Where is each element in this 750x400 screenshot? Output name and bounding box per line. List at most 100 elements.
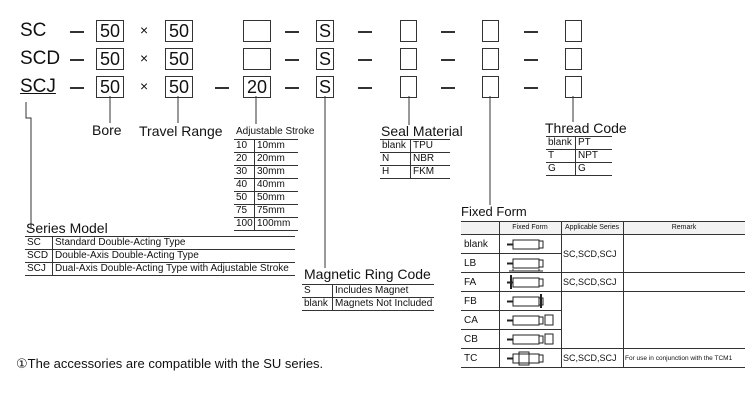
seal-box (400, 20, 417, 42)
adjustable-box (243, 20, 271, 42)
table-row: 30 30mm (234, 166, 298, 179)
table-cell-remark: For use in conjunction with the TCM1 (623, 349, 745, 368)
table-row: blank TPU (380, 140, 450, 153)
dash (285, 87, 299, 89)
dash (285, 59, 299, 61)
table-col-divider (410, 140, 411, 152)
table-cell-value: FKM (413, 166, 435, 177)
label-series-model: Series Model (26, 220, 108, 236)
adjustable-box: 20 (243, 76, 271, 98)
table-cell-value: Includes Magnet (335, 285, 409, 296)
dash (358, 87, 372, 89)
fixed-form-box (482, 20, 499, 42)
label-seal-material: Seal Material (381, 123, 463, 139)
table-cell-code: TC (461, 349, 499, 368)
table-cell-code: 75 (236, 205, 248, 216)
table-cell-series: SC,SCD,SCJ (561, 235, 623, 273)
table-cell-remark (623, 292, 745, 349)
table-cell-code: SCJ (27, 263, 46, 274)
table-cell-value: NBR (413, 153, 435, 164)
table-cell-code: G (548, 163, 556, 174)
table-cell-code: LB (461, 254, 499, 273)
table-col-divider (254, 140, 255, 152)
table-header-row (461, 221, 745, 235)
label-magnetic-ring-code: Magnetic Ring Code (304, 266, 431, 282)
table-cell-value: 20mm (257, 153, 285, 164)
table-col-divider (254, 166, 255, 178)
table-cell-code: FA (461, 273, 499, 292)
table-cell-code: 50 (236, 192, 248, 203)
bore-box: 50 (96, 76, 124, 98)
thread-box (565, 20, 582, 42)
label-thread-code: Thread Code (545, 120, 627, 136)
magnet-box: S (316, 20, 334, 42)
table-cell-code: 100 (236, 218, 253, 229)
table-header-cell: Fixed Form (512, 224, 548, 231)
table-cell-code: blank (382, 140, 406, 151)
table-cell-code: SC (27, 237, 41, 248)
table-col-divider (254, 192, 255, 204)
multiply-sign: × (140, 78, 149, 94)
table-col-divider (575, 150, 576, 162)
table-col-divider (623, 221, 624, 368)
bore-box: 50 (96, 20, 124, 42)
table-cell-value: 10mm (257, 140, 285, 151)
mount-icon (499, 311, 561, 330)
table-col-divider (410, 153, 411, 165)
series-code-scj: SCJ (20, 76, 56, 97)
table-row: S Includes Magnet (302, 285, 434, 298)
table-cell-code: S (304, 285, 311, 296)
bore-box: 50 (96, 48, 124, 70)
dash (285, 31, 299, 33)
table-cell-remark (623, 235, 745, 273)
label-adjustable-stroke: Adjustable Stroke (236, 126, 315, 137)
table-cell-series: SC,SCD,SCJ (561, 273, 623, 292)
table-cell-code: 10 (236, 140, 248, 151)
table-cell-series: SC,SCD,SCJ (561, 349, 623, 368)
dash (524, 87, 538, 89)
divider (380, 139, 450, 140)
mount-icon (499, 273, 561, 292)
table-col-divider (254, 218, 255, 230)
table-cell-series (561, 292, 623, 349)
table-row: T NPT (546, 150, 612, 163)
table-cell-code: T (548, 150, 555, 161)
table-cell-value: TPU (413, 140, 433, 151)
table-cell-value: 50mm (257, 192, 285, 203)
table-cell-value: NPT (578, 150, 598, 161)
seal-box (400, 48, 417, 70)
table-cell-value: 30mm (257, 166, 285, 177)
dash (441, 87, 455, 89)
table-row: 10 10mm (234, 140, 298, 153)
table-cell-code: H (382, 166, 390, 177)
dash (358, 59, 372, 61)
divider (25, 236, 295, 237)
divider (234, 139, 298, 140)
dash (441, 59, 455, 61)
table-cell-code: N (382, 153, 390, 164)
mount-icon (499, 235, 561, 254)
table-col-divider (575, 163, 576, 175)
multiply-sign: × (140, 50, 149, 66)
table-col-divider (52, 237, 53, 249)
table-cell-code: 40 (236, 179, 248, 190)
mount-icon (499, 254, 561, 273)
table-col-divider (52, 263, 53, 275)
table-cell-code: FB (461, 292, 499, 311)
mount-icon (499, 330, 561, 349)
dash (70, 87, 84, 89)
thread-box (565, 76, 582, 98)
series-code-scd: SCD (20, 48, 61, 69)
adjustable-box (243, 48, 271, 70)
table-cell-value: PT (578, 137, 591, 148)
label-fixed-form: Fixed Form (461, 204, 527, 219)
table-col-divider (561, 221, 562, 368)
table-cell-code: 30 (236, 166, 248, 177)
magnet-box: S (316, 48, 334, 70)
